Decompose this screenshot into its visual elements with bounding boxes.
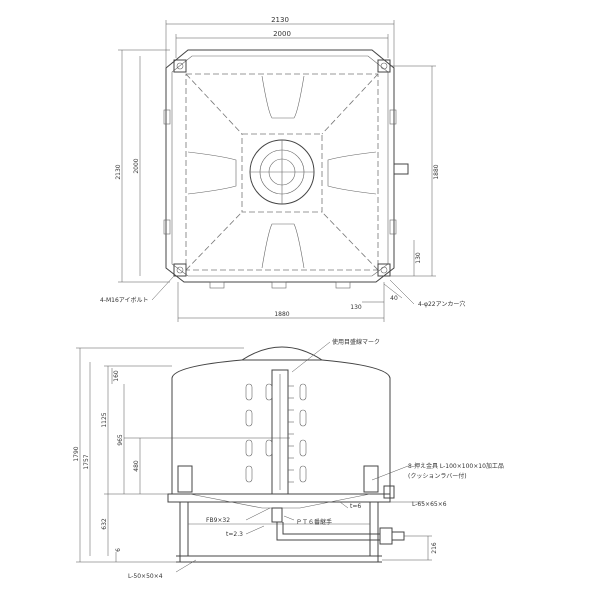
label-outlet: ＰＴ６番継手 [296,518,332,526]
label-level-mark: 使用目盛線マーク [332,338,380,346]
base-frame-top [167,493,391,503]
label-leg-thickness: t=6 [350,503,361,510]
plan-center-box [241,133,323,213]
plan-view: 2130 2000 2130 2000 1880 130 1880 130 40… [100,16,465,322]
corner-bracket [377,263,391,277]
plan-inner-frame [171,55,389,277]
plan-diagonal [185,73,243,135]
outlet-pipe [276,522,380,541]
dim-elev-216: 216 [431,542,438,554]
elevation-view: 1790 1757 1125 160 965 480 632 6 216 使用目… [73,338,504,580]
dim-elev-160: 160 [113,370,120,382]
plan-lobe-bottom [261,223,305,269]
dim-bolt-span-bottom: 1880 [274,311,289,318]
plan-tank-outline [185,73,379,271]
outlet-valve [379,527,393,545]
dim-elev-1757: 1757 [83,454,90,469]
plan-lobe-right [327,151,377,195]
dim-130-right: 130 [415,252,422,264]
side-nozzle [393,163,409,175]
label-anchor-holes: 4-φ22アンカー穴 [418,300,465,308]
dim-40: 40 [390,295,398,302]
corner-bracket [173,59,187,73]
plan-diagonal [321,211,379,271]
label-eye-bolts: 4-M16アイボルト [100,296,149,304]
plan-outer-frame [165,49,395,283]
top-dome [240,346,324,361]
plan-lobe-left [187,151,237,195]
dim-elev-6: 6 [115,548,122,552]
hold-down-bracket [363,465,379,493]
label-plate-thickness: t=2.3 [226,531,243,538]
label-angle-50: L-50×50×4 [128,573,163,580]
label-flange: FB9×32 [206,517,230,524]
dim-bolt-span-right: 1880 [433,164,440,179]
rib-slots [245,383,307,483]
hold-down-bracket [177,465,193,493]
dim-elev-overall: 1790 [73,446,80,461]
gauge-ticks [288,385,294,483]
dim-elev-1125: 1125 [101,412,108,427]
bottom-cone [189,493,371,509]
plan-lobe-top [261,75,305,119]
corner-bracket [377,59,391,73]
tank-body [171,359,391,495]
dim-inner-height: 2000 [133,158,140,173]
dim-elev-965: 965 [117,434,124,446]
dim-elev-632: 632 [101,518,108,530]
dim-overall-height: 2130 [115,164,122,179]
dim-130-bottom: 130 [350,304,362,311]
plan-diagonal [321,73,379,135]
corner-bracket [173,263,187,277]
dim-elev-480: 480 [133,460,140,472]
label-bracket-top: 8-押え金具 L-100×100×10加工品 [408,462,504,470]
dim-overall-width: 2130 [271,16,289,24]
label-bracket-sub: (クッションラバー付) [408,472,467,480]
outlet-socket [271,507,283,523]
angle-bracket [383,485,395,499]
label-angle-65: L-65×65×6 [412,501,447,508]
dim-inner-width: 2000 [273,30,291,38]
plan-diagonal [185,211,243,271]
